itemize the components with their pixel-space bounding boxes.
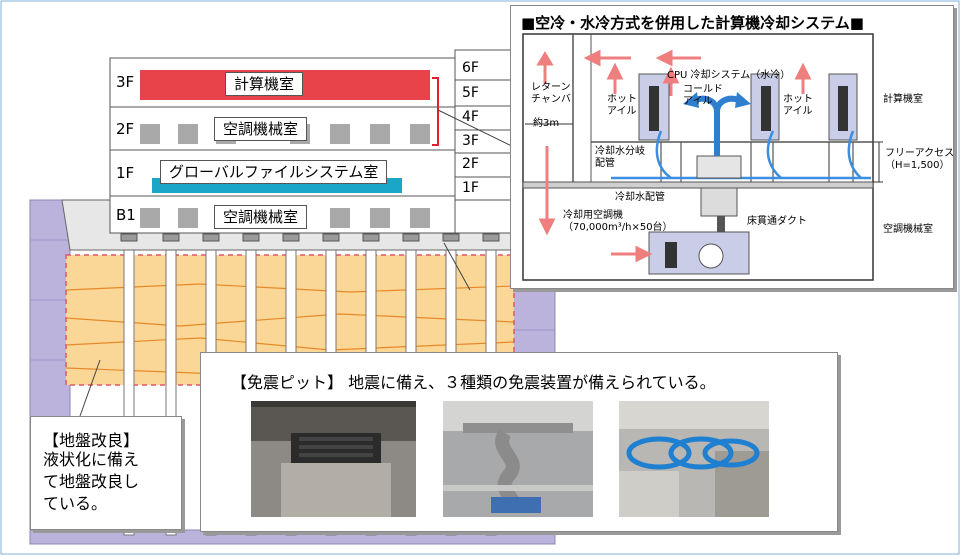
floor-label-3f-right: 3F <box>462 133 479 149</box>
zoom-leader <box>437 109 521 151</box>
label-cpu-cooling: CPU 冷却システム（水冷） <box>667 70 791 81</box>
label-width-note: 約3m <box>533 118 560 129</box>
cooling-system-drawing <box>522 33 883 281</box>
inset-title: ■空冷・水冷方式を併用した計算機冷却システム■ <box>521 14 864 32</box>
label-water-pipe: 冷却水配管 <box>615 192 665 203</box>
zoom-bracket <box>432 77 439 146</box>
floor-label-1f-right: 1F <box>462 180 479 196</box>
pit-caption: 【免震ピット】 地震に備え、３種類の免震装置が備えられている。 <box>231 373 716 392</box>
label-water-branch: 冷却水分岐 配管 <box>595 146 645 169</box>
pit-leader <box>443 242 471 291</box>
floor-label-2f: 2F <box>116 120 135 138</box>
floor-label-b1: B1 <box>116 206 136 224</box>
label-cold-aisle: コールド アイル <box>683 84 723 107</box>
photo-rubber-bearing <box>251 401 416 517</box>
photo-steel-damper <box>443 401 593 517</box>
floor-label-3f: 3F <box>116 73 135 91</box>
floor-label-2f-right: 2F <box>462 156 479 172</box>
floor-label-5f: 5F <box>462 85 479 101</box>
cooling-system-inset: ■空冷・水冷方式を併用した計算機冷却システム■ レターン チャンバ 約3m ホッ… <box>510 5 954 289</box>
label-ac-room: 空調機械室 <box>883 224 933 235</box>
ground-improvement-callout: 【地盤改良】 液状化に備え て地盤改良し ている。 <box>30 416 182 530</box>
room-label-ac-b1: 空調機械室 <box>214 205 308 229</box>
floor-label-1f: 1F <box>116 164 135 182</box>
building-right <box>454 49 521 234</box>
photo-loop-damper <box>619 401 769 517</box>
ac-equipment-b1 <box>140 208 430 228</box>
floor-label-4f: 4F <box>462 109 479 125</box>
label-ac-unit: 冷却用空調機 （70,000m³/h×50台） <box>563 210 673 233</box>
floor-label-6f: 6F <box>462 60 479 76</box>
isolation-pit-callout: 【免震ピット】 地震に備え、３種類の免震装置が備えられている。 <box>200 352 838 532</box>
ground-title: 【地盤改良】 <box>43 431 140 450</box>
isolator-pads <box>120 233 500 242</box>
label-free-access: フリーアクセス （H=1,500） <box>885 148 955 171</box>
label-computer-room: 計算機室 <box>883 94 923 105</box>
label-hot-aisle-right: ホット アイル <box>783 94 813 117</box>
label-hot-aisle-left: ホット アイル <box>607 94 637 117</box>
room-label-file-system: グローバルファイルシステム室 <box>160 160 388 184</box>
room-label-ac-2f: 空調機械室 <box>214 117 308 141</box>
room-label-computer: 計算機室 <box>225 72 304 96</box>
ground-body: 液状化に備え て地盤改良し ている。 <box>43 450 140 513</box>
label-return-chamber: レターン チャンバ <box>531 82 571 105</box>
label-duct: 床貫通ダクト <box>747 216 807 227</box>
